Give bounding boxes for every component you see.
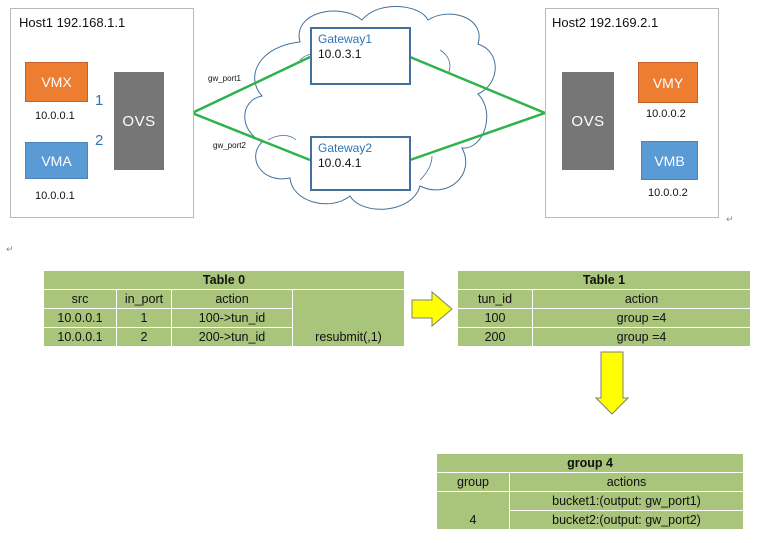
table0-cell: 10.0.0.1	[43, 327, 117, 347]
group4-header-actions: actions	[509, 472, 744, 492]
gateway1-name: Gateway1	[318, 32, 373, 46]
vmb-ip: 10.0.0.2	[648, 187, 688, 199]
table1-title: Table 1	[457, 270, 751, 290]
gateway1-ip: 10.0.3.1	[318, 47, 362, 61]
vma-box: VMA	[25, 142, 88, 179]
table1-cell: 100	[457, 308, 533, 328]
table1-header-action: action	[532, 289, 751, 309]
gw-port2-label: gw_port2	[213, 141, 246, 150]
paragraph-mark: ↵	[726, 214, 734, 224]
host1-ovs: OVS	[114, 72, 164, 170]
vmb-box: VMB	[641, 141, 698, 180]
port-number-1: 1	[95, 92, 104, 109]
table0-cell: 100->tun_id	[171, 308, 293, 328]
table0: Table 0 src in_port action resubmit(,1) …	[43, 270, 405, 347]
link-lines	[191, 55, 546, 162]
vmy-ip: 10.0.0.2	[646, 108, 686, 120]
group4-header-group: group	[436, 472, 510, 492]
table-row: 4 bucket1:(output: gw_port1)	[436, 491, 744, 530]
vma-ip: 10.0.0.1	[35, 190, 75, 202]
table-row: bucket2:(output: gw_port2)	[437, 510, 744, 530]
gateway2-name: Gateway2	[318, 141, 373, 155]
vmx-ip: 10.0.0.1	[35, 110, 75, 122]
host1-title: Host1 192.168.1.1	[19, 15, 126, 30]
group4-table: group 4 group actions 4 bucket1:(output:…	[436, 453, 744, 530]
table1-cell: group =4	[532, 308, 751, 328]
table0-cell: 2	[116, 327, 172, 347]
table1-cell: 200	[457, 327, 533, 347]
table1-cell: group =4	[532, 327, 751, 347]
host2-title: Host2 192.169.2.1	[552, 15, 659, 30]
table0-resubmit: resubmit(,1)	[292, 289, 405, 347]
table0-header-src: src	[43, 289, 117, 309]
gateway2-ip: 10.0.4.1	[318, 156, 362, 170]
down-arrow	[594, 351, 630, 415]
table0-header-in-port: in_port	[116, 289, 172, 309]
table0-cell: 10.0.0.1	[43, 308, 117, 328]
group4-title: group 4	[436, 453, 744, 473]
table0-header-action: action	[171, 289, 293, 309]
port-number-2: 2	[95, 132, 104, 149]
gateway1-box: Gateway1 10.0.3.1	[310, 27, 411, 85]
table0-cell: 200->tun_id	[171, 327, 293, 347]
vmy-box: VMY	[638, 62, 698, 103]
host2-ovs: OVS	[562, 72, 614, 170]
group4-bucket: bucket2:(output: gw_port2)	[509, 510, 744, 530]
group4-bucket: bucket1:(output: gw_port1)	[509, 491, 744, 511]
vmx-box: VMX	[25, 62, 88, 102]
paragraph-mark: ↵	[6, 244, 14, 254]
right-arrow	[411, 290, 453, 328]
gateway2-box: Gateway2 10.0.4.1	[310, 136, 411, 191]
gw-port1-label: gw_port1	[208, 74, 241, 83]
table1: Table 1 tun_id action 100 group =4 200 g…	[457, 270, 751, 347]
table-row: 100 group =4	[457, 308, 751, 328]
table1-header-tun-id: tun_id	[457, 289, 533, 309]
table0-cell: 1	[116, 308, 172, 328]
table-row: 10.0.0.1 2 200->tun_id	[43, 327, 405, 347]
group4-id: 4	[436, 491, 510, 530]
table-row: 200 group =4	[457, 327, 751, 347]
table0-title: Table 0	[43, 270, 405, 290]
